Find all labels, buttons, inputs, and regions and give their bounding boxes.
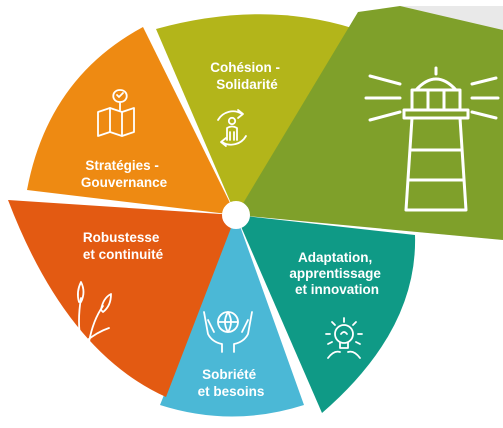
lighthouse-icon: [364, 66, 500, 212]
cohesion-label: Cohésion - Solidarité: [210, 60, 284, 92]
hands-globe-icon: [203, 311, 253, 353]
sobriete-label: Sobriété et besoins: [198, 367, 265, 399]
segment-robustesse[interactable]: [8, 200, 236, 397]
strategies-label: Stratégies - Gouvernance: [81, 158, 168, 190]
segment-sobriete[interactable]: [160, 215, 304, 417]
lightbulb-icon: [325, 317, 363, 359]
center-hub: [222, 201, 250, 229]
adaptation-label: Adaptation, apprentissage et innovation: [289, 250, 384, 297]
segment-adaptation[interactable]: [236, 215, 416, 413]
person-cycle-icon: [217, 109, 247, 147]
reeds-icon: [64, 281, 112, 343]
segment-cohesion[interactable]: [156, 14, 352, 215]
map-pin-icon: [97, 89, 135, 137]
segment-strategies[interactable]: [27, 27, 236, 215]
robustesse-label: Robustesse et continuité: [83, 230, 164, 262]
